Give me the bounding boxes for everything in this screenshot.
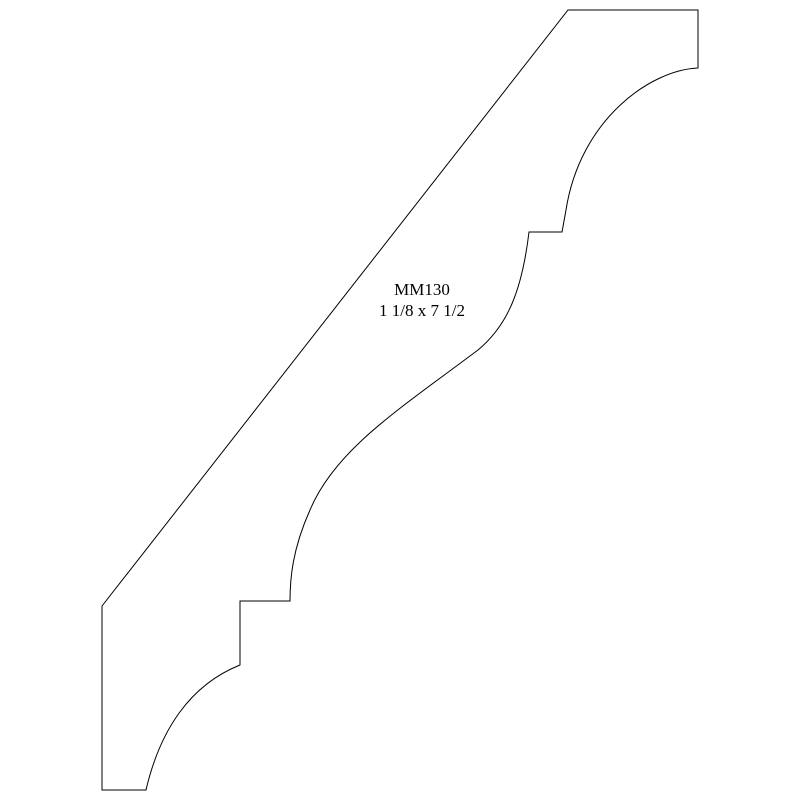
profile-code: MM130 [394, 280, 450, 299]
profile-label: MM130 1 1/8 x 7 1/2 [322, 279, 522, 321]
crown-molding-profile-outline [101, 9, 699, 791]
profile-dimensions: 1 1/8 x 7 1/2 [379, 301, 465, 320]
